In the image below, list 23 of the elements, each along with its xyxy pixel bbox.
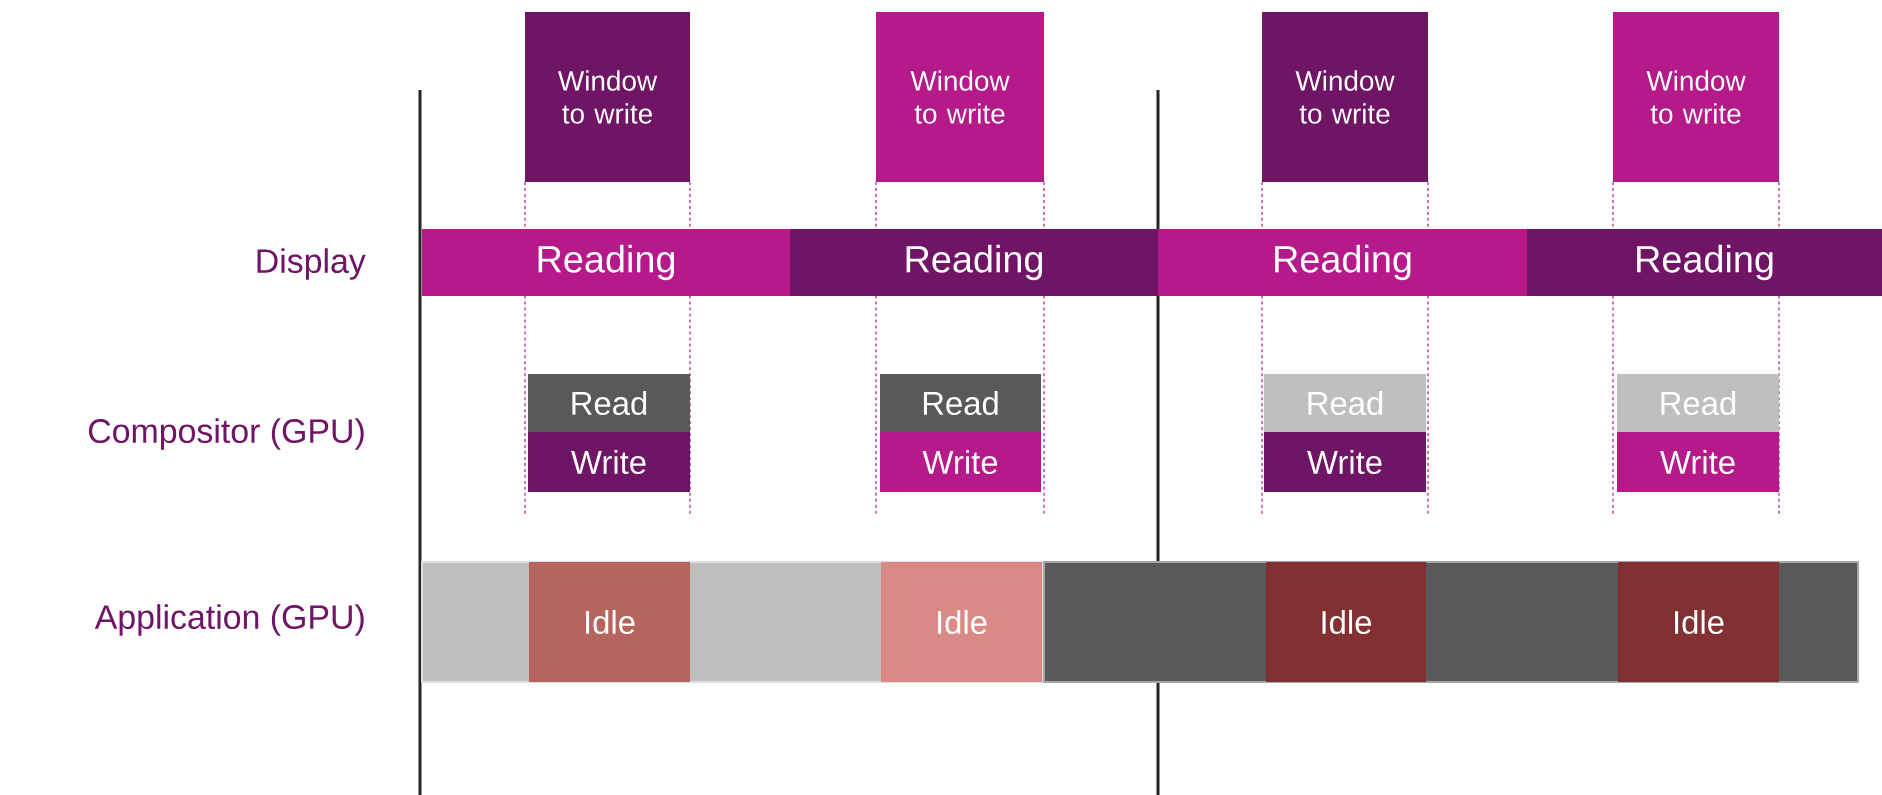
row-label: Display [257,248,366,280]
reading-bar: Reading [1527,229,1882,296]
reading-bar: Reading [790,229,1158,296]
read-box: Read [528,374,690,432]
write-box: Write [528,432,690,492]
idle-box: Idle [1618,562,1779,682]
window-box: Window to write [525,12,690,182]
read-box: Read [1264,374,1426,432]
window-box: Window to write [1613,12,1779,182]
write-box: Write [1264,432,1426,492]
row-label: Application (GPU) [94,604,364,636]
reading-bar: Reading [1158,229,1527,296]
read-box: Read [1617,374,1779,432]
idle-box: Idle [881,562,1042,682]
window-box: Window to write [876,12,1044,182]
read-box: Read [880,374,1041,432]
idle-box: Idle [529,562,690,682]
idle-box: Idle [1266,562,1426,682]
write-box: Write [1617,432,1779,492]
write-box: Write [880,432,1041,492]
window-box: Window to write [1262,12,1428,182]
reading-bar: Reading [422,229,790,296]
row-label: Compositor (GPU) [88,418,364,450]
